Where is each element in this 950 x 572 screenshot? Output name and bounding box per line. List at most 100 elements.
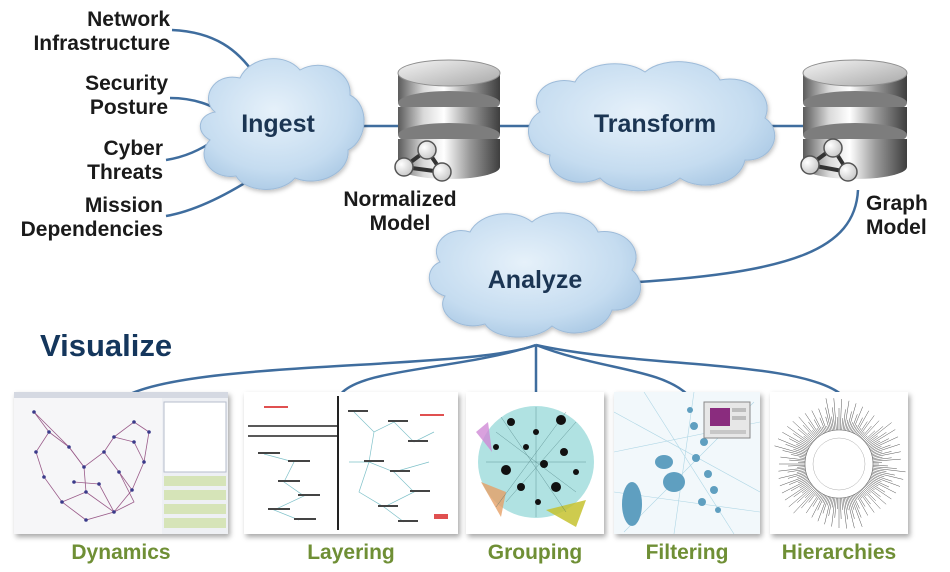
hierarchy-ray	[872, 469, 887, 472]
hierarchy-ray	[833, 398, 837, 431]
filtering-caption: Filtering	[645, 541, 729, 564]
hierarchy-ray	[834, 497, 837, 518]
hierarchy-ray	[872, 451, 901, 458]
hierarchy-ray	[774, 445, 807, 456]
graph-database-icon	[800, 59, 908, 182]
hierarchy-ray	[869, 438, 890, 449]
graph-model-line2: Model	[866, 216, 927, 239]
hierarchy-ray	[860, 425, 872, 439]
hierarchy-ray	[845, 497, 849, 511]
input-network: Network Infrastructure	[20, 8, 170, 56]
connector-network	[171, 28, 257, 76]
connector-analyze-dynamics	[127, 343, 537, 397]
hierarchy-ray	[813, 419, 823, 435]
hierarchy-ray	[867, 429, 896, 447]
hierarchy-ray	[870, 444, 891, 453]
hierarchies-thumbnail	[770, 392, 908, 534]
hierarchy-ray	[816, 428, 822, 436]
hierarchy-ray	[869, 436, 899, 450]
input-mission-line1: Mission	[84, 194, 163, 217]
hierarchy-ray	[861, 488, 881, 509]
input-network-line1: Network	[87, 8, 170, 31]
hierarchy-ray	[782, 450, 806, 457]
hierarchy-ray	[853, 424, 858, 434]
hierarchy-ray	[847, 496, 855, 519]
hierarchy-ray	[793, 488, 817, 514]
hierarchy-ray	[793, 433, 811, 446]
hierarchy-ray	[799, 457, 806, 459]
hierarchy-ray	[841, 497, 843, 510]
hierarchy-ray	[825, 398, 833, 431]
visualize-connectors	[127, 343, 843, 397]
hierarchy-ray	[787, 469, 806, 473]
layering-thumbnail	[244, 392, 458, 534]
hierarchy-ray	[801, 484, 813, 494]
filtering-thumbnail	[614, 392, 760, 534]
normalized-model-line2: Model	[369, 212, 431, 235]
grouping-caption: Grouping	[487, 541, 583, 564]
input-mission-line2: Dependencies	[20, 218, 163, 241]
hierarchy-ray	[844, 400, 850, 431]
graph-model-label: Graph Model	[866, 192, 946, 240]
ingest-cloud: Ingest	[241, 110, 315, 138]
hierarchy-ray	[850, 414, 858, 433]
hierarchy-ray	[861, 420, 880, 440]
hierarchy-ray	[804, 413, 821, 436]
hierarchy-ray	[867, 432, 887, 446]
hierarchy-ray	[840, 399, 842, 431]
hierarchy-ray	[782, 432, 810, 448]
connector-analyze-hierarchies	[535, 343, 843, 396]
hierarchy-ray	[853, 494, 860, 509]
hierarchy-ray	[831, 416, 834, 431]
graph-model-line1: Graph	[866, 192, 928, 215]
hierarchy-ray	[797, 466, 806, 468]
hierarchy-ray	[868, 480, 879, 487]
hierarchy-ray	[787, 472, 807, 479]
hierarchy-ray	[790, 480, 810, 492]
hierarchy-ray	[836, 417, 838, 431]
hierarchy-ray	[846, 497, 855, 529]
hierarchy-ray	[832, 407, 836, 431]
hierarchy-ray	[866, 435, 878, 445]
hierarchy-ray	[831, 497, 834, 508]
hierarchy-ray	[866, 483, 875, 491]
hierarchy-ray	[851, 406, 863, 433]
hierarchy-ray	[871, 451, 883, 456]
hierarchy-ray	[811, 494, 824, 518]
hierarchy-ray	[872, 456, 883, 459]
hierarchy-ray	[806, 492, 821, 514]
hierarchy-ray	[851, 495, 862, 518]
dynamics-caption: Dynamics	[71, 541, 171, 564]
hierarchy-ray	[864, 426, 884, 443]
hierarchy-ray	[872, 471, 904, 480]
hierarchy-ray	[854, 417, 863, 434]
filtering-panel	[614, 392, 760, 534]
hierarchy-ray	[841, 418, 843, 431]
hierarchy-ray	[872, 457, 892, 461]
hierarchy-ray	[803, 435, 813, 444]
input-threats-line2: Threats	[87, 161, 163, 184]
hierarchy-ray	[819, 417, 827, 433]
hierarchy-ray	[871, 472, 885, 477]
hierarchy-ray	[796, 470, 806, 473]
hierarchies-caption: Hierarchies	[781, 541, 897, 564]
hierarchy-ray	[799, 439, 811, 447]
hierarchy-ray	[785, 444, 808, 453]
hierarchy-ray	[864, 485, 887, 505]
hierarchy-ray	[863, 486, 871, 494]
layering-panel	[244, 392, 458, 534]
hierarchy-ray	[804, 487, 816, 499]
hierarchy-ray	[790, 454, 806, 458]
hierarchy-ray	[825, 407, 832, 431]
hierarchy-ray	[845, 419, 849, 431]
visualize-title: Visualize	[40, 328, 173, 363]
ingest-cloud-shape	[200, 58, 365, 190]
hierarchy-ray	[859, 490, 871, 505]
hierarchy-ray	[840, 497, 842, 519]
hierarchy-ray	[796, 444, 809, 450]
flow-connectors	[358, 124, 860, 284]
hierarchy-ray	[789, 459, 806, 462]
hierarchy-ray	[865, 422, 892, 444]
hierarchy-ray	[868, 440, 881, 448]
hierarchy-ray	[824, 497, 832, 525]
